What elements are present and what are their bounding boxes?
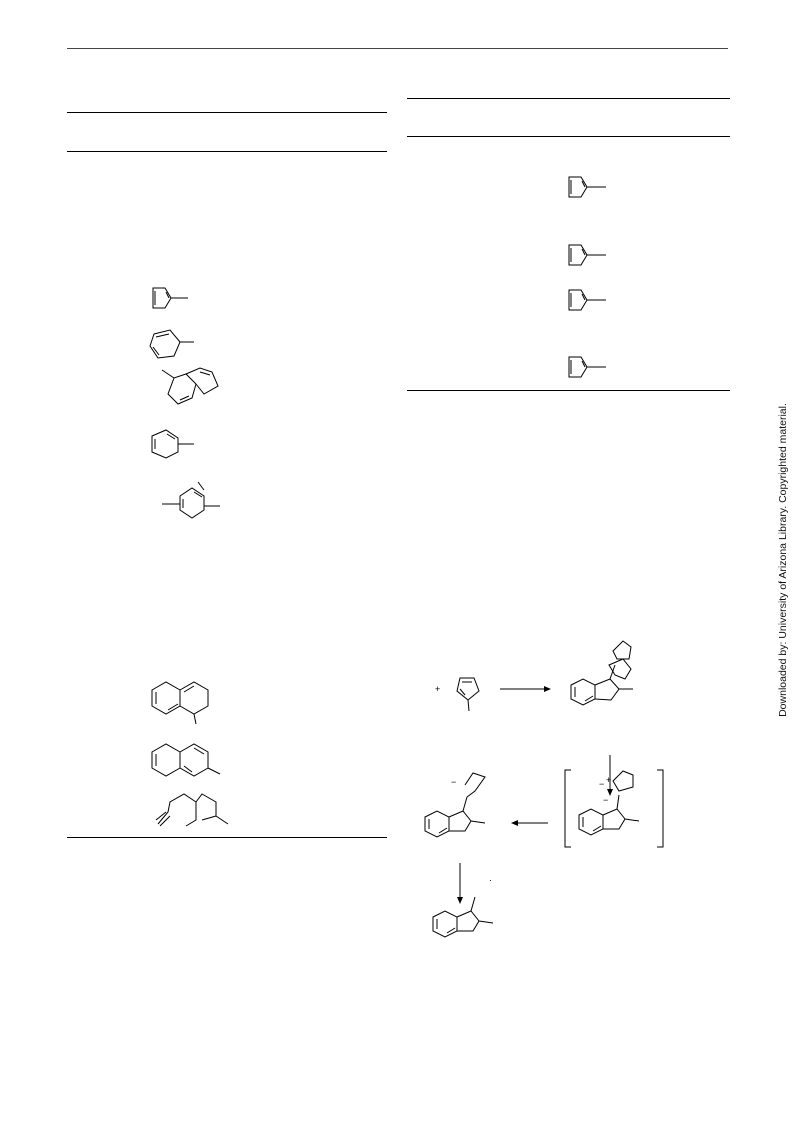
right-structure-3 — [568, 289, 606, 311]
charge-minus-1: − — [599, 779, 604, 789]
rearranged-structure: − — [424, 772, 486, 838]
reaction-scheme: + + − − — [424, 640, 664, 938]
right-table-header-rule — [407, 136, 730, 137]
side-watermark: Downloaded by: University of Arizona Lib… — [777, 403, 789, 717]
reaction-arrow-down-2 — [457, 863, 463, 904]
right-structure-1 — [568, 176, 606, 198]
left-structure-dimethylpyridyl — [162, 481, 220, 519]
left-structure-quinolinyl-2 — [151, 743, 221, 777]
left-structure-bicyclic — [155, 793, 229, 827]
left-structure-quinolinyl-8 — [151, 681, 209, 725]
left-structure-indolyl — [161, 367, 219, 405]
right-structure-4 — [568, 356, 606, 378]
right-table-bottom-rule — [407, 390, 730, 391]
right-table-top-rule — [407, 98, 730, 99]
left-table-bottom-rule — [67, 837, 387, 838]
reaction-arrow-down — [607, 755, 613, 796]
left-table-header-rule — [67, 151, 387, 152]
product-structure — [570, 640, 633, 706]
intermediate-structure: + − − — [578, 770, 640, 836]
left-table-top-rule — [67, 112, 387, 113]
bracket-left — [564, 769, 571, 848]
header-rule — [67, 48, 728, 49]
charge-minus-3: − — [451, 777, 456, 787]
charge-minus-2: − — [603, 795, 608, 805]
reaction-arrow-left — [511, 820, 548, 826]
scheme-dot: · — [489, 875, 492, 885]
scheme-plus-sign: + — [435, 684, 440, 694]
left-structure-pyridyl — [151, 429, 194, 459]
final-product-structure — [432, 896, 494, 938]
right-structure-2 — [568, 244, 606, 266]
reagent-five-ring — [456, 677, 480, 712]
charge-plus: + — [606, 775, 611, 785]
left-structure-phenyl — [149, 329, 194, 359]
left-structure-five-ring — [152, 287, 188, 309]
reaction-arrow-right — [500, 686, 551, 692]
bracket-right — [657, 769, 664, 848]
